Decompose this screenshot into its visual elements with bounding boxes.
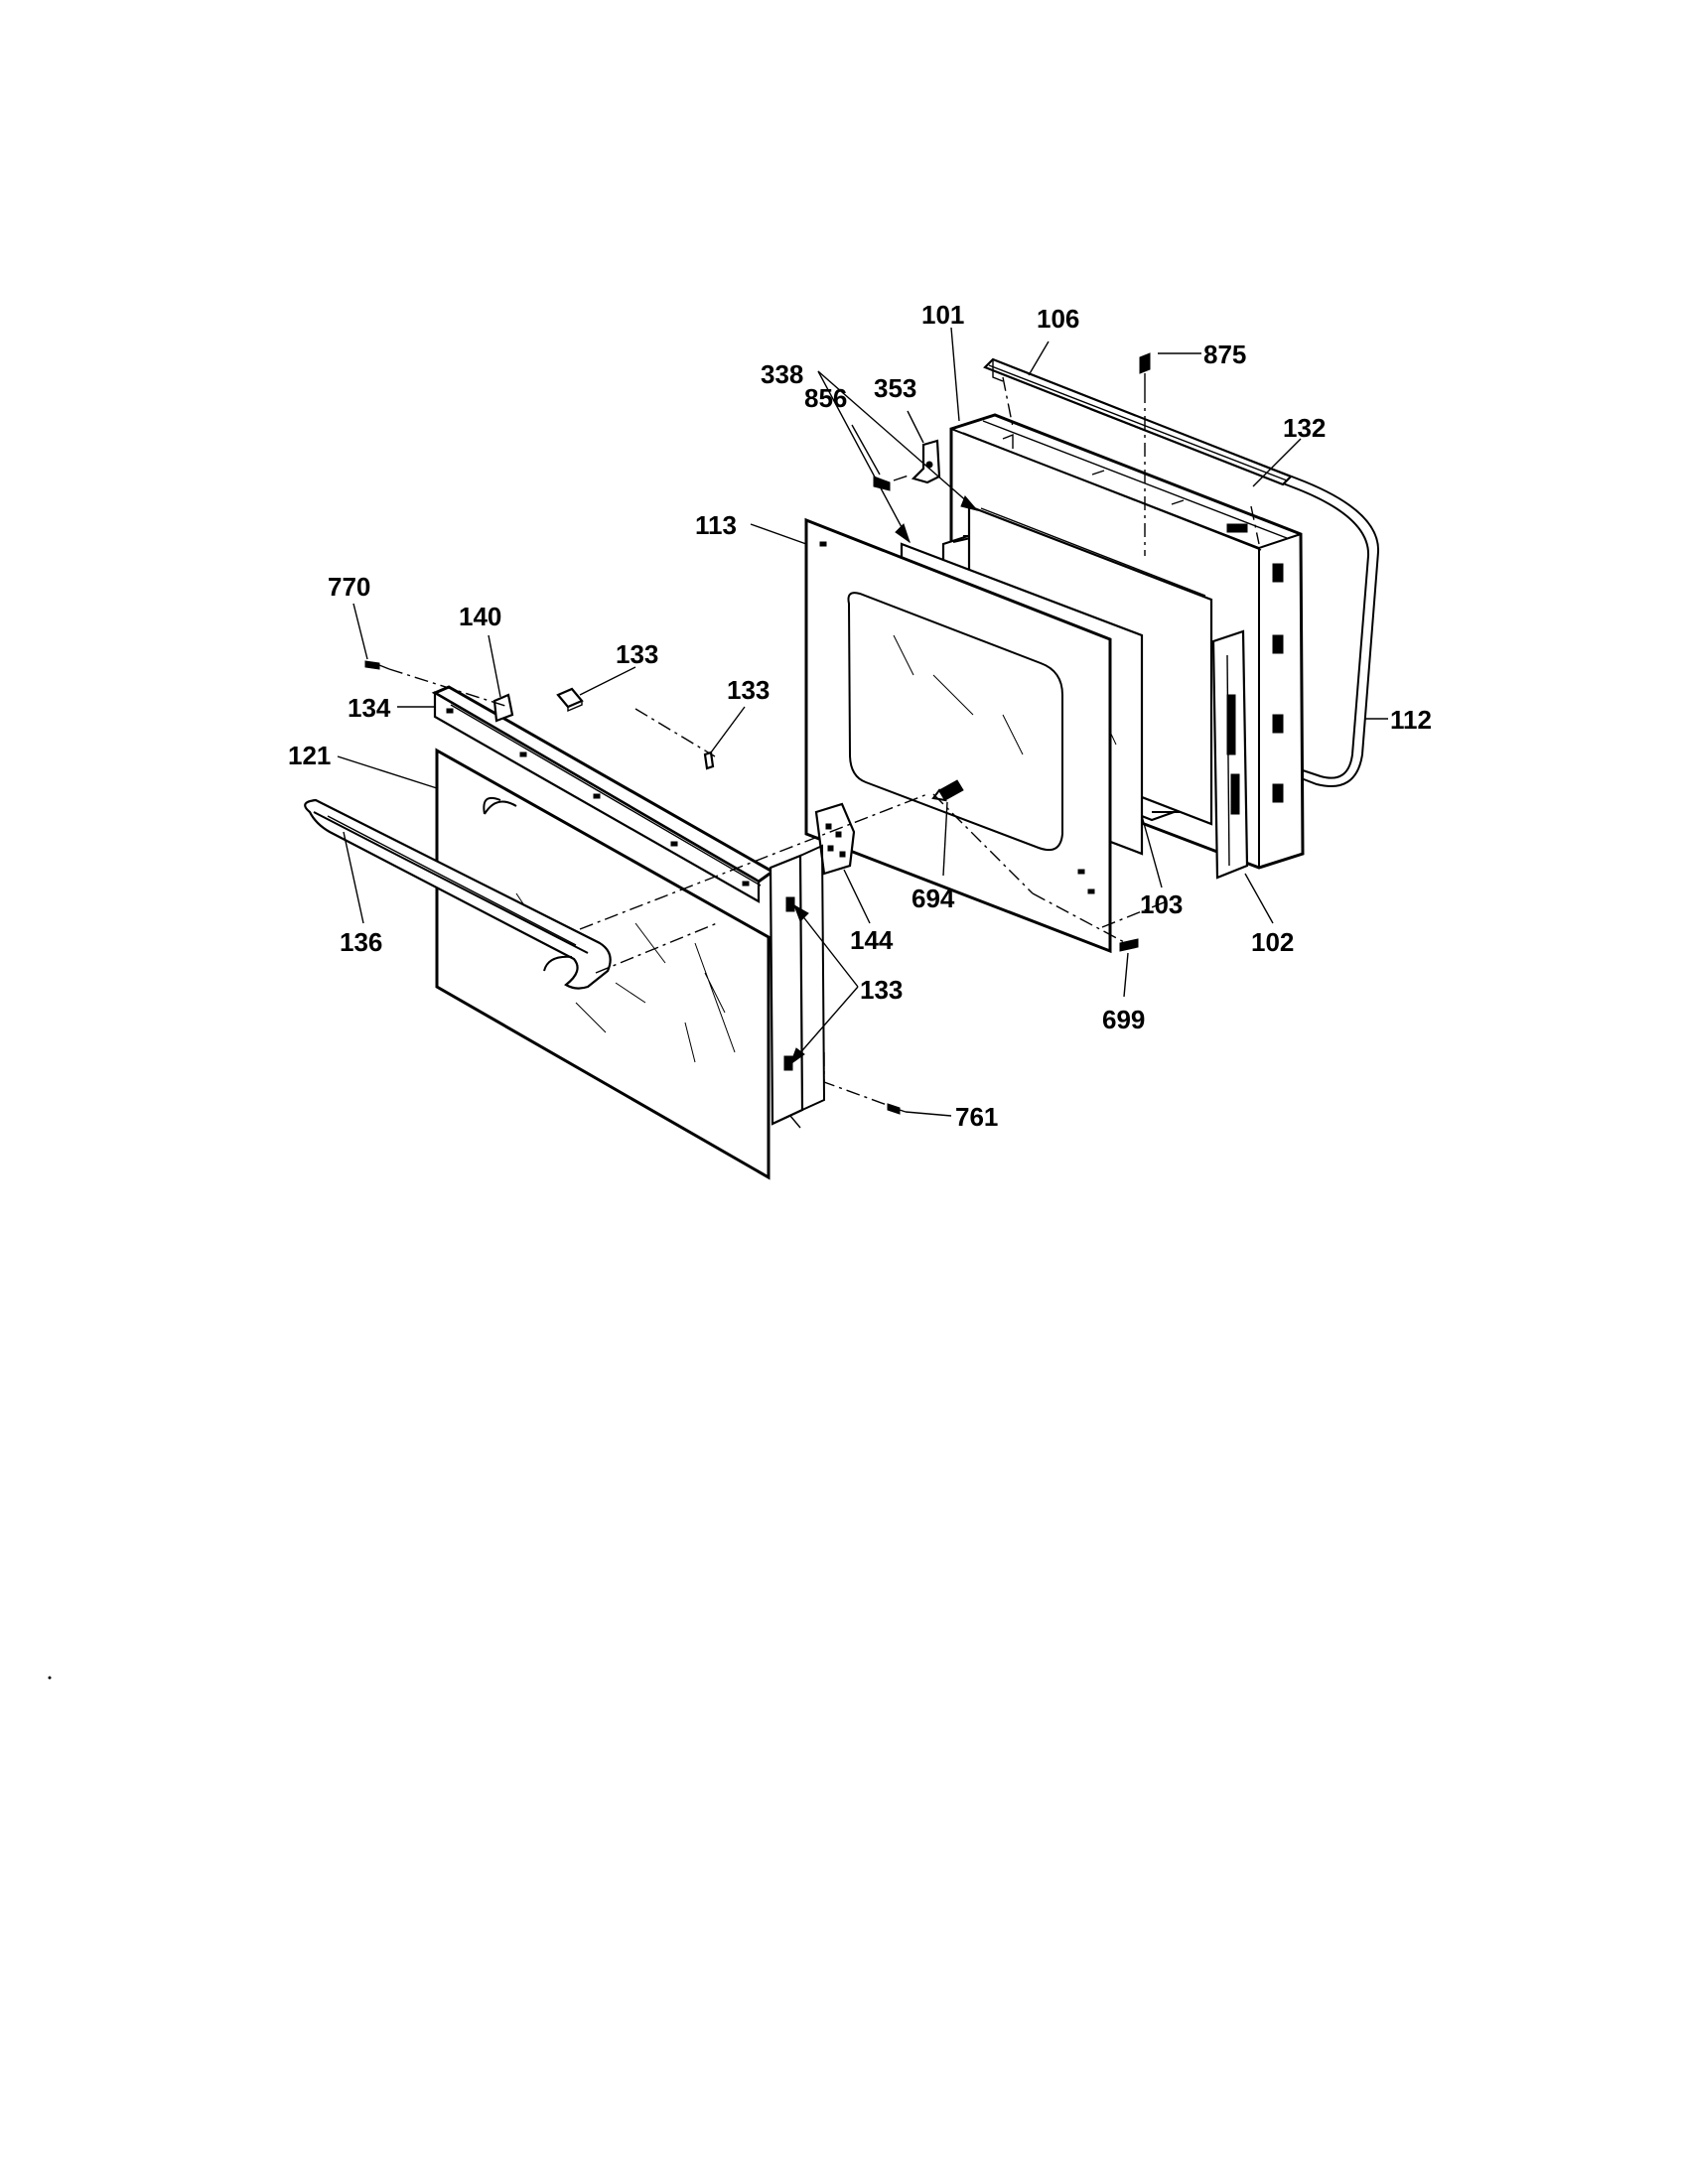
screw-761 <box>887 1103 907 1115</box>
hinge-rail <box>1211 629 1249 880</box>
label-103: 103 <box>1140 889 1183 919</box>
label-694: 694 <box>912 884 955 913</box>
label-133-lower: 133 <box>860 975 903 1005</box>
label-101: 101 <box>921 300 964 330</box>
screw-856 <box>873 476 891 491</box>
hinge-roller <box>931 779 964 802</box>
screw-875 <box>1139 352 1151 389</box>
label-134: 134 <box>348 693 391 723</box>
label-121: 121 <box>288 741 331 770</box>
stray-dot <box>48 1676 52 1680</box>
top-vent-trim <box>431 685 775 903</box>
label-856: 856 <box>804 383 847 413</box>
door-liner <box>804 517 1112 954</box>
bracket <box>911 439 941 484</box>
label-338: 338 <box>761 359 803 389</box>
clip-133-top <box>556 687 584 713</box>
label-112: 112 <box>1390 705 1432 735</box>
label-761: 761 <box>955 1102 998 1132</box>
label-770: 770 <box>328 572 370 602</box>
door-handle <box>304 798 612 990</box>
screw-699 <box>1119 938 1139 952</box>
vent-flap <box>492 693 514 723</box>
side-rail <box>769 844 826 1129</box>
label-133-mid: 133 <box>727 675 770 705</box>
label-102: 102 <box>1251 927 1294 957</box>
label-136: 136 <box>340 927 382 957</box>
assembly-lines <box>388 376 1260 1107</box>
part-labels: 101 106 875 856 353 132 338 113 770 140 … <box>288 300 1432 1132</box>
label-875: 875 <box>1203 340 1246 369</box>
top-channel <box>983 357 1293 486</box>
label-106: 106 <box>1037 304 1079 334</box>
label-133-top: 133 <box>616 639 658 669</box>
label-132: 132 <box>1283 413 1326 443</box>
label-353: 353 <box>874 373 916 403</box>
label-140: 140 <box>459 602 501 631</box>
screw-770 <box>364 660 390 670</box>
leader-lines <box>337 327 1388 1117</box>
label-699: 699 <box>1102 1005 1145 1034</box>
label-113: 113 <box>695 510 737 540</box>
label-144: 144 <box>850 925 894 955</box>
